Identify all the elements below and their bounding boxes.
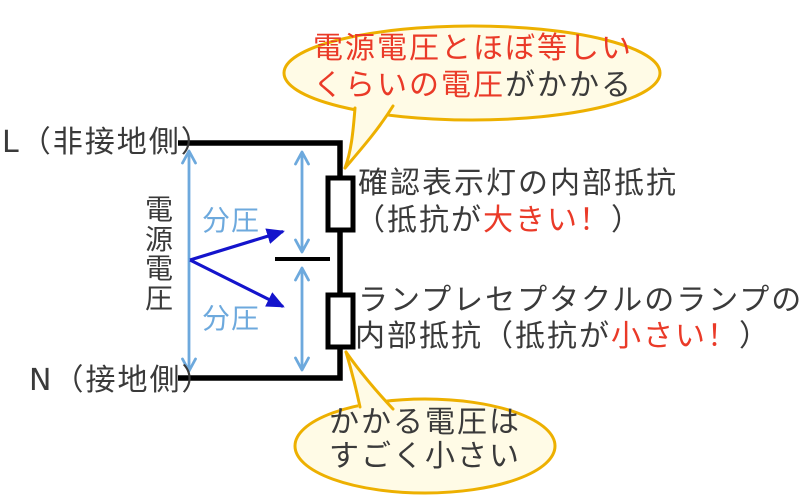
upper-voltage-arrow — [294, 150, 310, 254]
upper-note-red: 大きい！ — [483, 203, 611, 238]
resistor-pilot-lamp — [325, 175, 356, 233]
bubble-top-line2-red: くらいの電圧 — [313, 68, 505, 103]
bubble-top-line1: 電源電圧とほぼ等しい — [313, 31, 633, 66]
speech-bubble-bottom — [293, 350, 557, 495]
lower-note-pre: 内部抵抗（抵抗が — [355, 319, 611, 354]
divide-arrow-lower — [189, 258, 285, 308]
upper-note-post: ） — [611, 203, 643, 238]
upper-resistor-note-line1: 確認表示灯の内部抵抗 — [358, 166, 678, 201]
resistor-lamp-receptacle — [325, 292, 356, 350]
bubble-bottom-line2: すごく小さい — [329, 439, 521, 474]
terminal-label-neutral: N（接地側） — [29, 363, 214, 398]
upper-note-pre: （抵抗が — [355, 203, 483, 238]
speech-bubble-top — [282, 24, 662, 170]
lower-resistor-note-line1: ランプレセプタクルのランプの — [358, 283, 804, 318]
divide-arrow-upper — [189, 228, 285, 262]
bubble-top-line2-black: がかかる — [505, 68, 633, 103]
source-voltage-arrow — [181, 149, 197, 373]
lower-note-post: ） — [739, 319, 771, 354]
bubble-top-line2: くらいの電圧がかかる — [284, 69, 662, 102]
divide-label-upper: 分圧 — [202, 204, 261, 237]
circuit-wire — [178, 140, 343, 381]
divide-label-lower: 分圧 — [202, 302, 261, 335]
terminal-label-live: L（非接地側） — [2, 125, 213, 160]
upper-resistor-note-line2: （抵抗が大きい！） — [355, 204, 643, 237]
lower-voltage-arrow — [294, 266, 310, 372]
lower-resistor-note-line2: 内部抵抗（抵抗が小さい！） — [355, 320, 771, 353]
source-voltage-label: 電源電圧 — [144, 193, 173, 315]
lower-note-red: 小さい！ — [611, 319, 739, 354]
bubble-bottom-line1: かかる電圧は — [329, 405, 521, 440]
